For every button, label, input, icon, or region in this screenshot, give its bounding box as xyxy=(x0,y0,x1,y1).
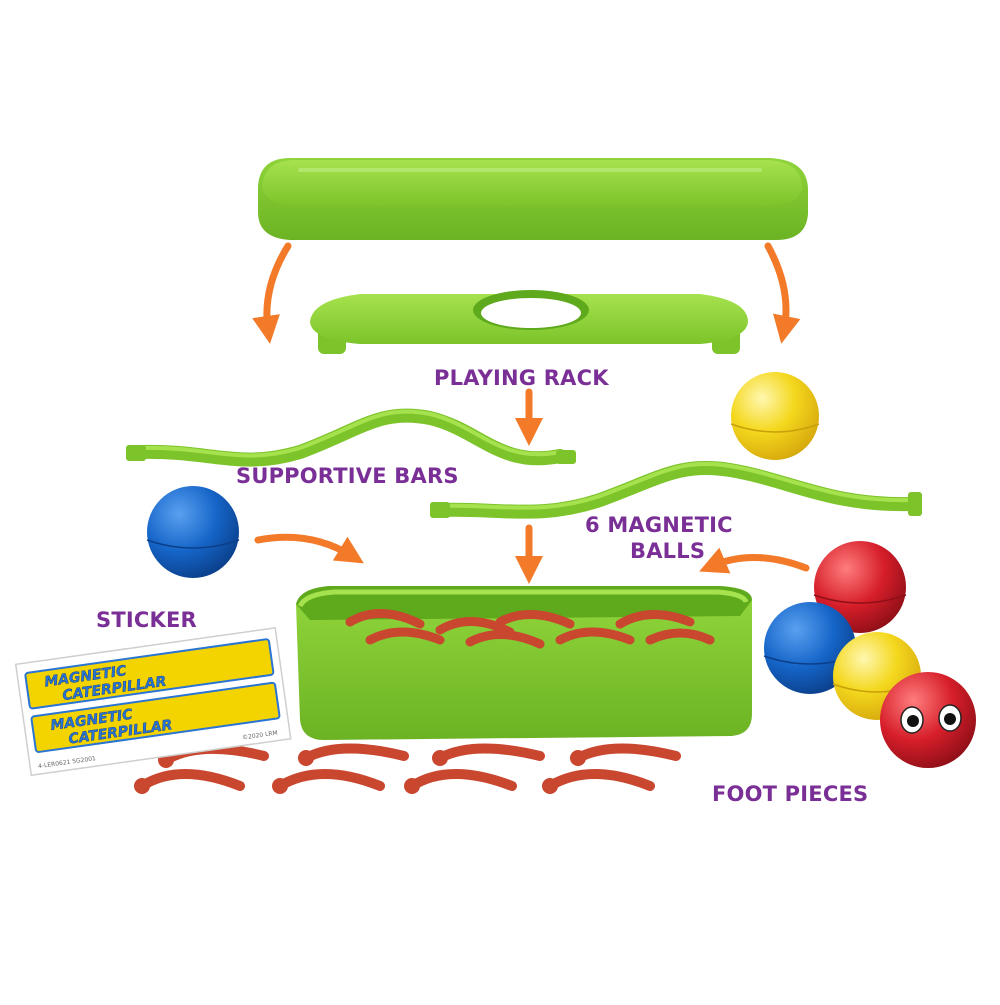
label-sticker: STICKER xyxy=(96,608,197,632)
caterpillar-head-ball xyxy=(880,672,976,768)
label-supportive-bars: SUPPORTIVE BARS xyxy=(236,464,459,488)
foot-pieces-tray xyxy=(296,586,752,740)
supportive-bar-upper xyxy=(126,408,576,467)
magnetic-ball-red xyxy=(813,541,907,633)
sticker-fine-print-right: ©2020 LRM xyxy=(242,730,279,742)
label-magnetic-balls-line2: BALLS xyxy=(630,539,706,563)
label-magnetic-balls-line1: 6 MAGNETIC xyxy=(585,513,733,537)
tray-foot-pieces xyxy=(345,609,715,649)
magnetic-ball-blue-left xyxy=(146,486,240,578)
playing-rack-lid xyxy=(258,158,808,240)
label-foot-pieces: FOOT PIECES xyxy=(712,782,869,806)
arrows xyxy=(252,242,810,584)
sticker-sheet: MAGNETIC CATERPILLAR MAGNETIC CATERPILLA… xyxy=(14,627,292,777)
playing-rack-base xyxy=(310,290,748,354)
magnetic-ball-yellow-top xyxy=(730,372,820,460)
supportive-bar-lower xyxy=(430,460,922,519)
label-playing-rack: PLAYING RACK xyxy=(434,366,609,390)
